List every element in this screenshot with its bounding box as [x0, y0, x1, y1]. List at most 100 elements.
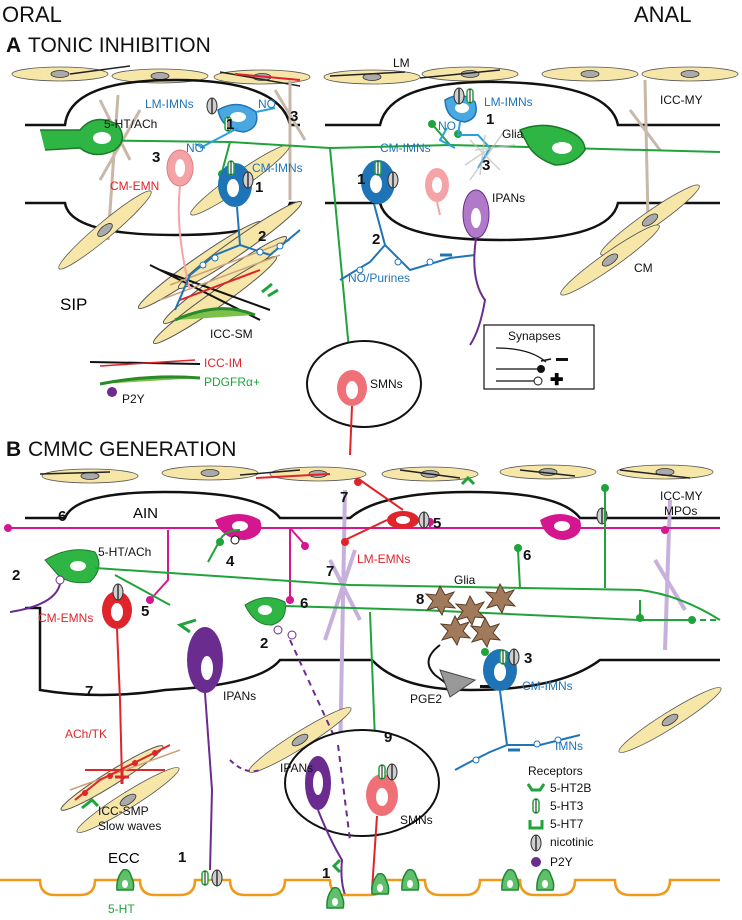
panel-b: B CMMC GENERATION ICC-MY MPOs: [0, 438, 726, 916]
cm-imn-right: [339, 160, 476, 281]
cm-label: CM: [634, 261, 653, 275]
cm-emn-label: CM-EMN: [110, 179, 159, 193]
pdgfra-label: PDGFRα+: [204, 375, 260, 389]
lm-imns-right-label: LM-IMNs: [484, 95, 533, 109]
ganglion-b-right: [330, 490, 720, 692]
pge2-label: PGE2: [410, 692, 442, 706]
cm-imns-right-label: CM-IMNs: [380, 141, 431, 155]
ecc-cells: [116, 858, 555, 909]
ganglion-b-left: [25, 490, 330, 697]
green-axons-b: [94, 490, 721, 741]
num-a-1d: 1: [357, 171, 365, 188]
num-a-1c: 1: [486, 111, 494, 128]
glia-cells-a: [464, 129, 516, 181]
receptor-nicotinic: nicotinic: [550, 835, 593, 849]
cm-emns-label: CM-EMNs: [38, 611, 93, 625]
ipans-label-b1: IPANs: [223, 689, 256, 703]
lm-imns-left-label: LM-IMNs: [145, 97, 194, 111]
cm-emn-b: [74, 583, 171, 801]
oral-label: ORAL: [2, 2, 62, 27]
5ht-label: 5-HT: [108, 902, 135, 916]
num-a-2a: 2: [258, 228, 266, 245]
num-b-6b: 6: [300, 595, 308, 612]
5ht-ach-neuron-right: [518, 124, 586, 166]
glia-label-a: Glia: [502, 127, 524, 141]
lm-imn-right: [438, 87, 492, 169]
cm-emn-left: [166, 149, 194, 291]
p2y-label: P2Y: [122, 392, 145, 406]
num-b-5b: 5: [433, 515, 441, 532]
ipan-b-1: [176, 618, 261, 871]
num-a-1a: 1: [226, 116, 234, 133]
num-b-6c: 6: [523, 547, 531, 564]
ganglion-right: [325, 80, 720, 242]
imns-label: IMNs: [555, 739, 583, 753]
lm-muscle-layer: [11, 65, 739, 87]
no-label-1: NO: [258, 97, 276, 111]
smns-label-a: SMNs: [370, 377, 403, 391]
lm-muscle-layer-b: [39, 464, 714, 486]
cm-imns-left-label: CM-IMNs: [252, 161, 303, 175]
smns-label-b: SMNs: [400, 813, 433, 827]
lm-imn-left: [194, 97, 276, 149]
num-a-2b: 2: [372, 231, 380, 248]
lm-emns-label: LM-EMNs: [357, 552, 410, 566]
num-b-6a: 6: [58, 508, 66, 525]
num-b-1a: 1: [178, 849, 186, 866]
smn-ganglion-a: [306, 340, 422, 456]
5ht-ach-neuron-b: [44, 549, 100, 585]
num-b-7b: 7: [326, 563, 334, 580]
no-label-3: NO: [438, 119, 456, 133]
num-b-5a: 5: [141, 603, 149, 620]
icc-im-label: ICC-IM: [204, 356, 242, 370]
glia-cells-b: [425, 583, 516, 648]
receptors-legend: Receptors 5-HT2B 5-HT3 5-HT7 nicotinic P…: [526, 764, 593, 869]
receptor-5ht3: 5-HT3: [550, 799, 584, 813]
num-b-7a: 7: [340, 489, 348, 506]
lm-label: LM: [393, 56, 410, 70]
ipans-label-b2: IPANs: [280, 761, 313, 775]
num-b-9: 9: [384, 729, 392, 746]
panel-a-title: TONIC INHIBITION: [28, 34, 211, 57]
synapses-label: Synapses: [508, 329, 561, 343]
ain-label: AIN: [133, 505, 158, 522]
mpos-label: MPOs: [664, 504, 697, 518]
5ht-ach-neuron-b2: [244, 597, 297, 640]
ain-neuron-right: [540, 507, 608, 540]
cm-imn-b: [454, 648, 581, 771]
ipan-a: [462, 189, 490, 346]
ipans-label-a: IPANs: [492, 191, 525, 205]
num-b-3: 3: [524, 650, 532, 667]
receptor-p2y: P2Y: [550, 855, 573, 869]
no-label-2: NO: [186, 141, 204, 155]
panel-a: A TONIC INHIBITION LM ICC-MY: [6, 34, 739, 456]
panel-a-letter: A: [6, 34, 21, 57]
cm-imns-label-b: CM-IMNs: [522, 679, 573, 693]
no-purines-label: NO/Purines: [348, 271, 410, 285]
icc-sm-label: ICC-SM: [210, 327, 253, 341]
num-b-2b: 2: [260, 635, 268, 652]
receptor-5ht2b: 5-HT2B: [550, 781, 591, 795]
lm-emn: [341, 478, 430, 546]
icc-smp-label: ICC-SMP: [98, 804, 149, 818]
5ht-ach-neuron-left: [40, 118, 124, 156]
synapses-legend: ✚: [483, 324, 595, 390]
num-b-1b: 1: [322, 865, 330, 882]
num-a-3b: 3: [152, 149, 160, 166]
num-b-8: 8: [416, 591, 424, 608]
num-b-2a: 2: [12, 567, 20, 584]
ach-tk-label: ACh/TK: [65, 727, 107, 741]
icc-my-label: ICC-MY: [660, 93, 703, 107]
panel-b-letter: B: [6, 438, 21, 461]
num-a-3a: 3: [290, 108, 298, 125]
anal-label: ANAL: [634, 2, 691, 27]
mpo-cells: [323, 489, 687, 761]
ain-chain: [8, 522, 720, 601]
sip-label: SIP: [60, 295, 87, 314]
epithelium: [0, 878, 720, 897]
num-a-1b: 1: [255, 179, 263, 196]
receptors-title: Receptors: [528, 764, 583, 778]
glia-label-b: Glia: [454, 573, 476, 587]
icc-my-label-b: ICC-MY: [660, 489, 703, 503]
